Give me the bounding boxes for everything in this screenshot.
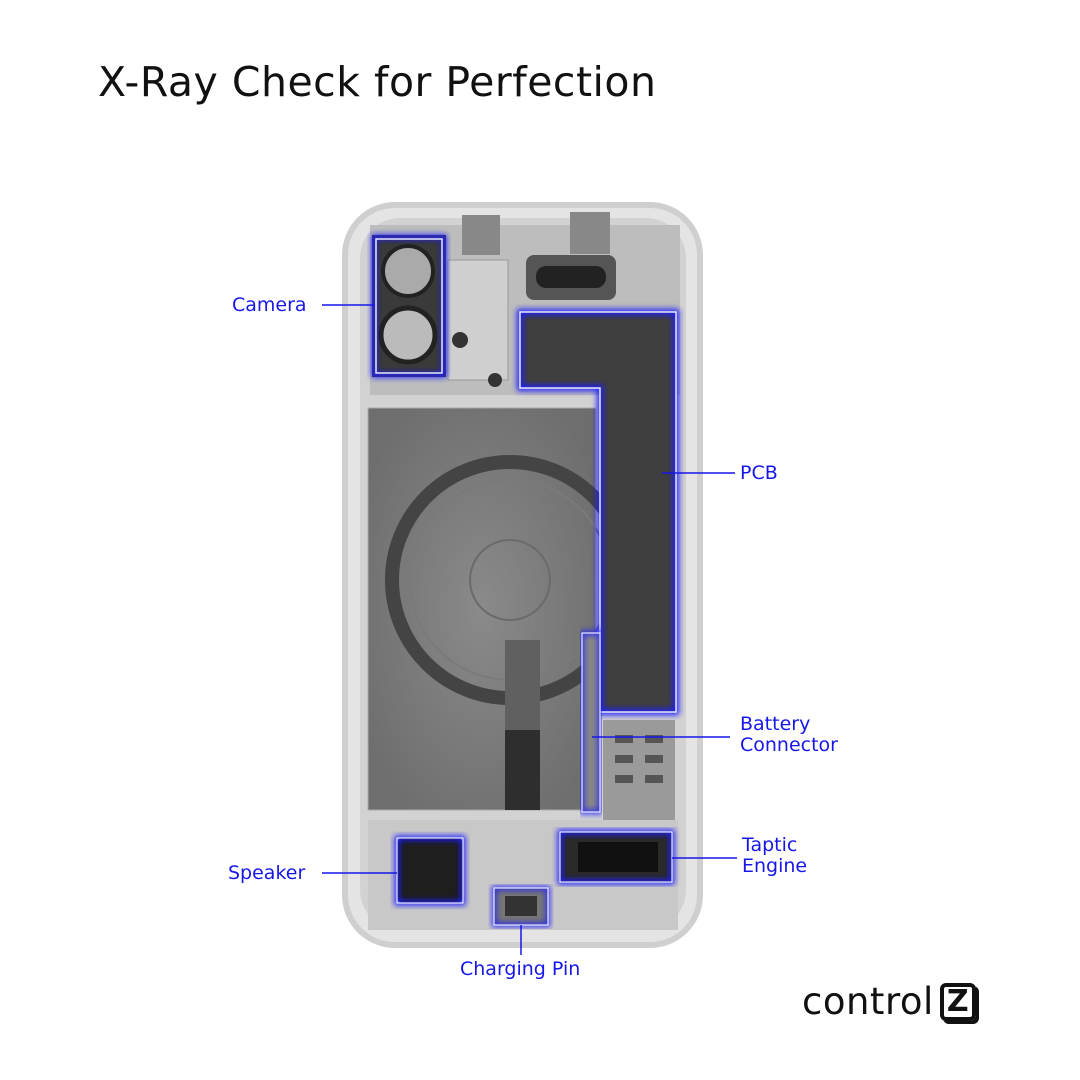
label-camera: Camera xyxy=(232,294,307,316)
label-charging-pin: Charging Pin xyxy=(460,958,581,980)
logo-text: control xyxy=(802,980,934,1023)
label-battery-connector-line1: Battery xyxy=(740,713,811,735)
taptic-engine-component xyxy=(557,829,675,885)
label-taptic-line1: Taptic xyxy=(742,834,798,856)
speaker-component xyxy=(394,835,466,906)
label-battery-connector-line2: Connector xyxy=(740,734,838,756)
battery-connector-component xyxy=(580,631,602,814)
logo-key-icon: Z xyxy=(939,982,976,1021)
battery-component xyxy=(367,407,635,811)
leader-lines xyxy=(322,304,737,955)
charging-pin-component xyxy=(492,886,550,927)
label-speaker: Speaker xyxy=(228,862,306,884)
label-taptic-line2: Engine xyxy=(742,855,808,877)
page-title: X-Ray Check for Perfection xyxy=(98,58,657,106)
camera-component xyxy=(371,234,447,378)
label-battery-connector: Battery Connector xyxy=(740,714,838,756)
label-taptic-engine: Taptic Engine xyxy=(742,835,807,877)
brand-logo: control Z xyxy=(802,980,976,1023)
label-pcb: PCB xyxy=(740,462,778,484)
sim-tray-component xyxy=(603,720,675,820)
